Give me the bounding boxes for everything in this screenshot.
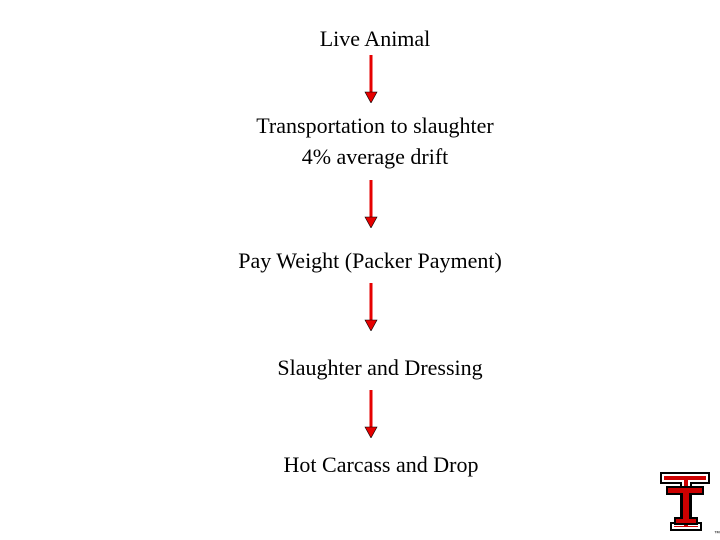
step-label: Live Animal [319, 26, 431, 51]
step-pay-weight: Pay Weight (Packer Payment) [238, 245, 502, 276]
step-label: Hot Carcass and Drop [283, 452, 479, 477]
step-label: Pay Weight (Packer Payment) [238, 248, 502, 273]
step-sublabel: 4% average drift [301, 144, 449, 169]
down-arrow-icon [364, 55, 378, 103]
flow-arrow [364, 283, 378, 331]
step-slaughter-dressing: Slaughter and Dressing [277, 352, 482, 383]
step-label: Transportation to slaughter [256, 113, 494, 138]
step-live-animal: Live Animal [320, 23, 431, 54]
step-hot-carcass: Hot Carcass and Drop [284, 449, 479, 480]
flow-arrow [364, 55, 378, 103]
down-arrow-icon [364, 390, 378, 438]
flow-arrow [364, 180, 378, 228]
flow-arrow [364, 390, 378, 438]
down-arrow-icon [364, 180, 378, 228]
trademark-symbol: ™ [714, 531, 720, 537]
step-transportation: Transportation to slaughter 4% average d… [256, 110, 494, 172]
step-label: Slaughter and Dressing [277, 355, 483, 380]
down-arrow-icon [364, 283, 378, 331]
double-t-logo-icon: ™ [658, 467, 720, 537]
